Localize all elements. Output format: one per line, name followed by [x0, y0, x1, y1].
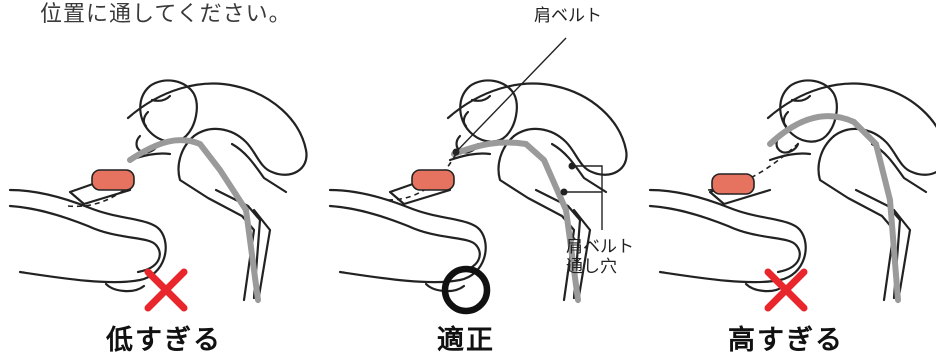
cross-icon — [148, 272, 184, 308]
verdict-high: 高すぎる — [728, 325, 844, 356]
circle-icon — [441, 265, 491, 315]
panel-correct — [328, 37, 628, 304]
belt-slot-label-line1: 肩ベルト — [566, 237, 634, 257]
verdict-correct: 適正 — [437, 325, 495, 356]
panel-low — [8, 79, 308, 304]
verdict-low: 低すぎる — [106, 325, 222, 356]
intro-text: 位置に通してください。 — [40, 2, 292, 27]
panel-high — [648, 79, 936, 304]
belt-slot-label-line2: 通し穴 — [566, 257, 617, 277]
belt-slot-label: 肩ベルト 通し穴 — [566, 237, 634, 277]
shoulder-belt-label: 肩ベルト — [534, 6, 602, 26]
